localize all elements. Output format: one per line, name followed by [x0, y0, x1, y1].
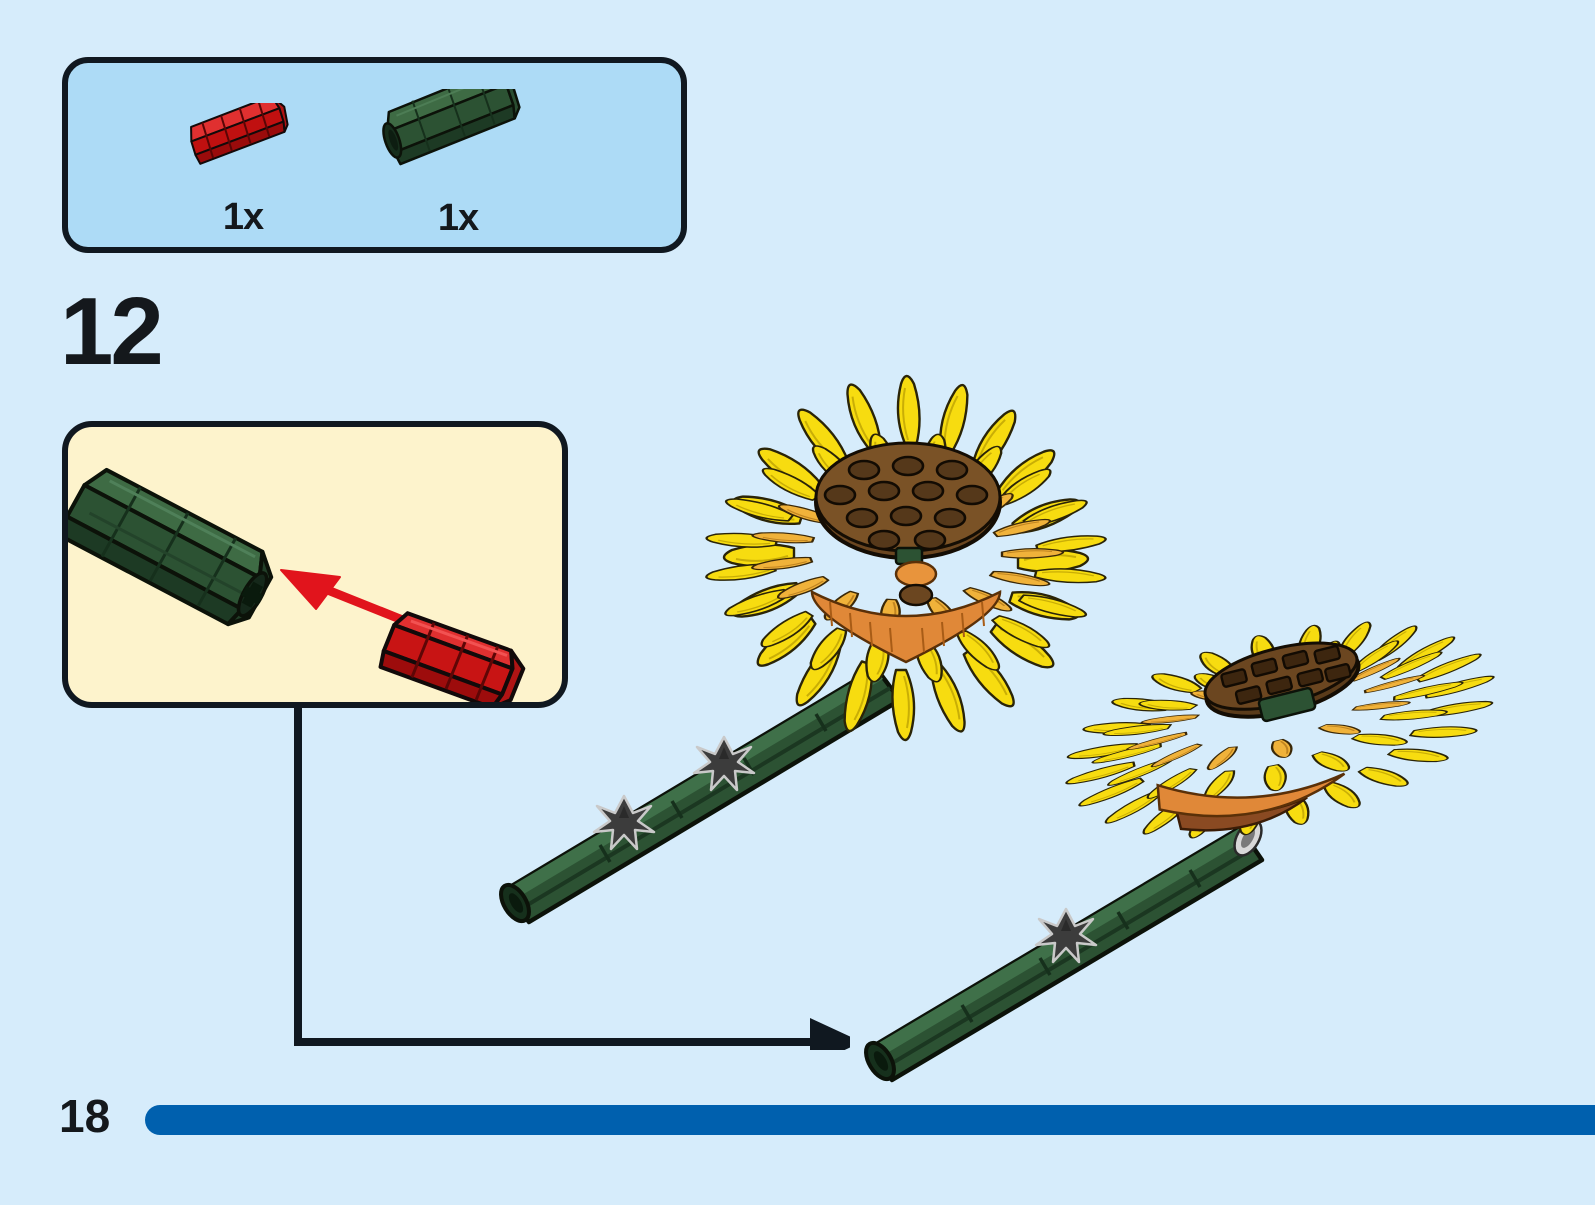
flower-center-front — [814, 444, 1002, 560]
callout-detail-box — [62, 421, 568, 708]
green-connector-detail — [68, 467, 274, 627]
part-slot-green-connector: 1x — [358, 67, 558, 239]
flower-head-back — [1063, 620, 1497, 840]
center-green-tab-back — [1257, 686, 1317, 723]
center-front-nub — [894, 560, 938, 607]
page-number: 18 — [59, 1090, 111, 1142]
page-progress-bar — [145, 1105, 1595, 1135]
flower-center-back — [1203, 641, 1361, 719]
part-count-red: 1x — [222, 196, 264, 238]
red-axle-detail — [378, 611, 526, 702]
petal-ring-outer-front — [722, 374, 1090, 742]
callout-leader-line — [294, 707, 850, 1050]
step-number: 12 — [60, 278, 164, 385]
center-studs-front — [823, 455, 989, 551]
front-orange-band — [810, 589, 1002, 664]
technic-axle-connector-green-icon — [382, 67, 521, 166]
petal-ring-middle-front — [703, 431, 1109, 685]
callout-illustration — [68, 467, 526, 702]
front-band-ribs — [829, 601, 985, 653]
part-count-green: 1x — [437, 197, 479, 239]
brown-wedge-back — [1172, 796, 1308, 832]
petal-ring-inner-front — [748, 472, 1065, 632]
parts-bin: 1x — [62, 57, 687, 253]
center-green-tab-front — [894, 546, 924, 566]
stem-back — [864, 825, 1265, 1083]
sunflower-back — [864, 620, 1497, 1083]
stem-clip-back — [1233, 819, 1263, 857]
technic-axle-2l-red-icon — [190, 95, 289, 165]
leaf-connector-back — [1034, 907, 1098, 964]
part-slot-red-axle: 1x — [163, 95, 323, 238]
orange-band-back — [1156, 772, 1346, 818]
